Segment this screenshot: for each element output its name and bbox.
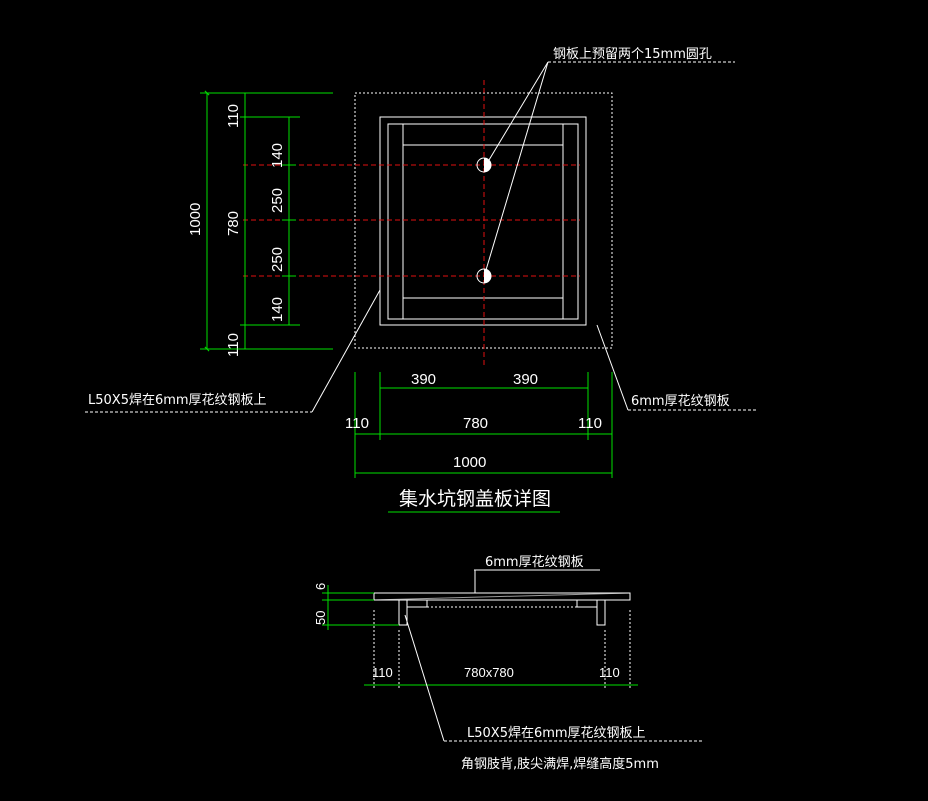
section-angle-right [596, 599, 606, 626]
section-angle-right-leg [576, 599, 598, 608]
leader-section-angle [404, 614, 445, 742]
section-annotation-plate: 6mm厚花纹钢板 [485, 554, 584, 570]
section-dim-bottom: 110 [372, 665, 393, 680]
annotation-angle: L50X5焊在6mm厚花纹钢板上 [88, 392, 267, 408]
dim-bottom-mid: 780 [463, 415, 488, 432]
hole-top [476, 157, 492, 173]
plan-view: 钢板上预留两个15mm圆孔 L50X5焊在6mm厚花纹钢板上 6mm厚花纹钢板 … [85, 47, 757, 513]
leader-plate [596, 324, 629, 411]
section-dim-bottom: 780x780 [464, 665, 514, 680]
section-dim-height: 50 [313, 611, 328, 625]
inner-opening [402, 123, 564, 320]
leader-holes [488, 61, 549, 161]
section-angle-left [398, 599, 408, 626]
section-view: 6mm厚花纹钢板 6 50 110 780x780 110 L50X5焊在6mm… [313, 554, 703, 772]
dim-left-seg: 110 [225, 104, 242, 128]
section-dim-thickness: 6 [313, 583, 328, 590]
leader-holes [485, 61, 549, 271]
dim-bottom-mid: 110 [345, 415, 369, 432]
angle-frame-inner [387, 123, 579, 320]
dim-left-seg: 140 [269, 297, 286, 322]
dim-left-seg: 250 [269, 247, 286, 272]
section-dim-bottom: 110 [599, 665, 620, 680]
section-annotation-line2: 角钢肢背,肢尖满焊,焊缝高度5mm [461, 756, 659, 772]
angle-frame-outer [379, 116, 587, 326]
dim-left-seg: 110 [225, 333, 242, 357]
annotation-plate: 6mm厚花纹钢板 [631, 393, 730, 409]
dim-bottom-half: 390 [411, 371, 436, 388]
leader-angle [311, 289, 381, 413]
annotation-holes: 钢板上预留两个15mm圆孔 [553, 47, 712, 62]
dim-left-outer: 1000 [187, 203, 204, 236]
hole-bottom [476, 268, 492, 284]
dim-left-inner: 780 [225, 211, 242, 236]
dim-left-seg: 250 [269, 188, 286, 213]
plan-title: 集水坑钢盖板详图 [399, 488, 551, 510]
section-angle-left-leg [406, 599, 428, 608]
dim-left-seg: 140 [269, 143, 286, 168]
dim-bottom-total: 1000 [453, 454, 486, 471]
section-plate [373, 592, 631, 601]
section-annotation-line1: L50X5焊在6mm厚花纹钢板上 [467, 725, 646, 741]
dim-bottom-mid: 110 [578, 415, 602, 432]
dim-bottom-half: 390 [513, 371, 538, 388]
